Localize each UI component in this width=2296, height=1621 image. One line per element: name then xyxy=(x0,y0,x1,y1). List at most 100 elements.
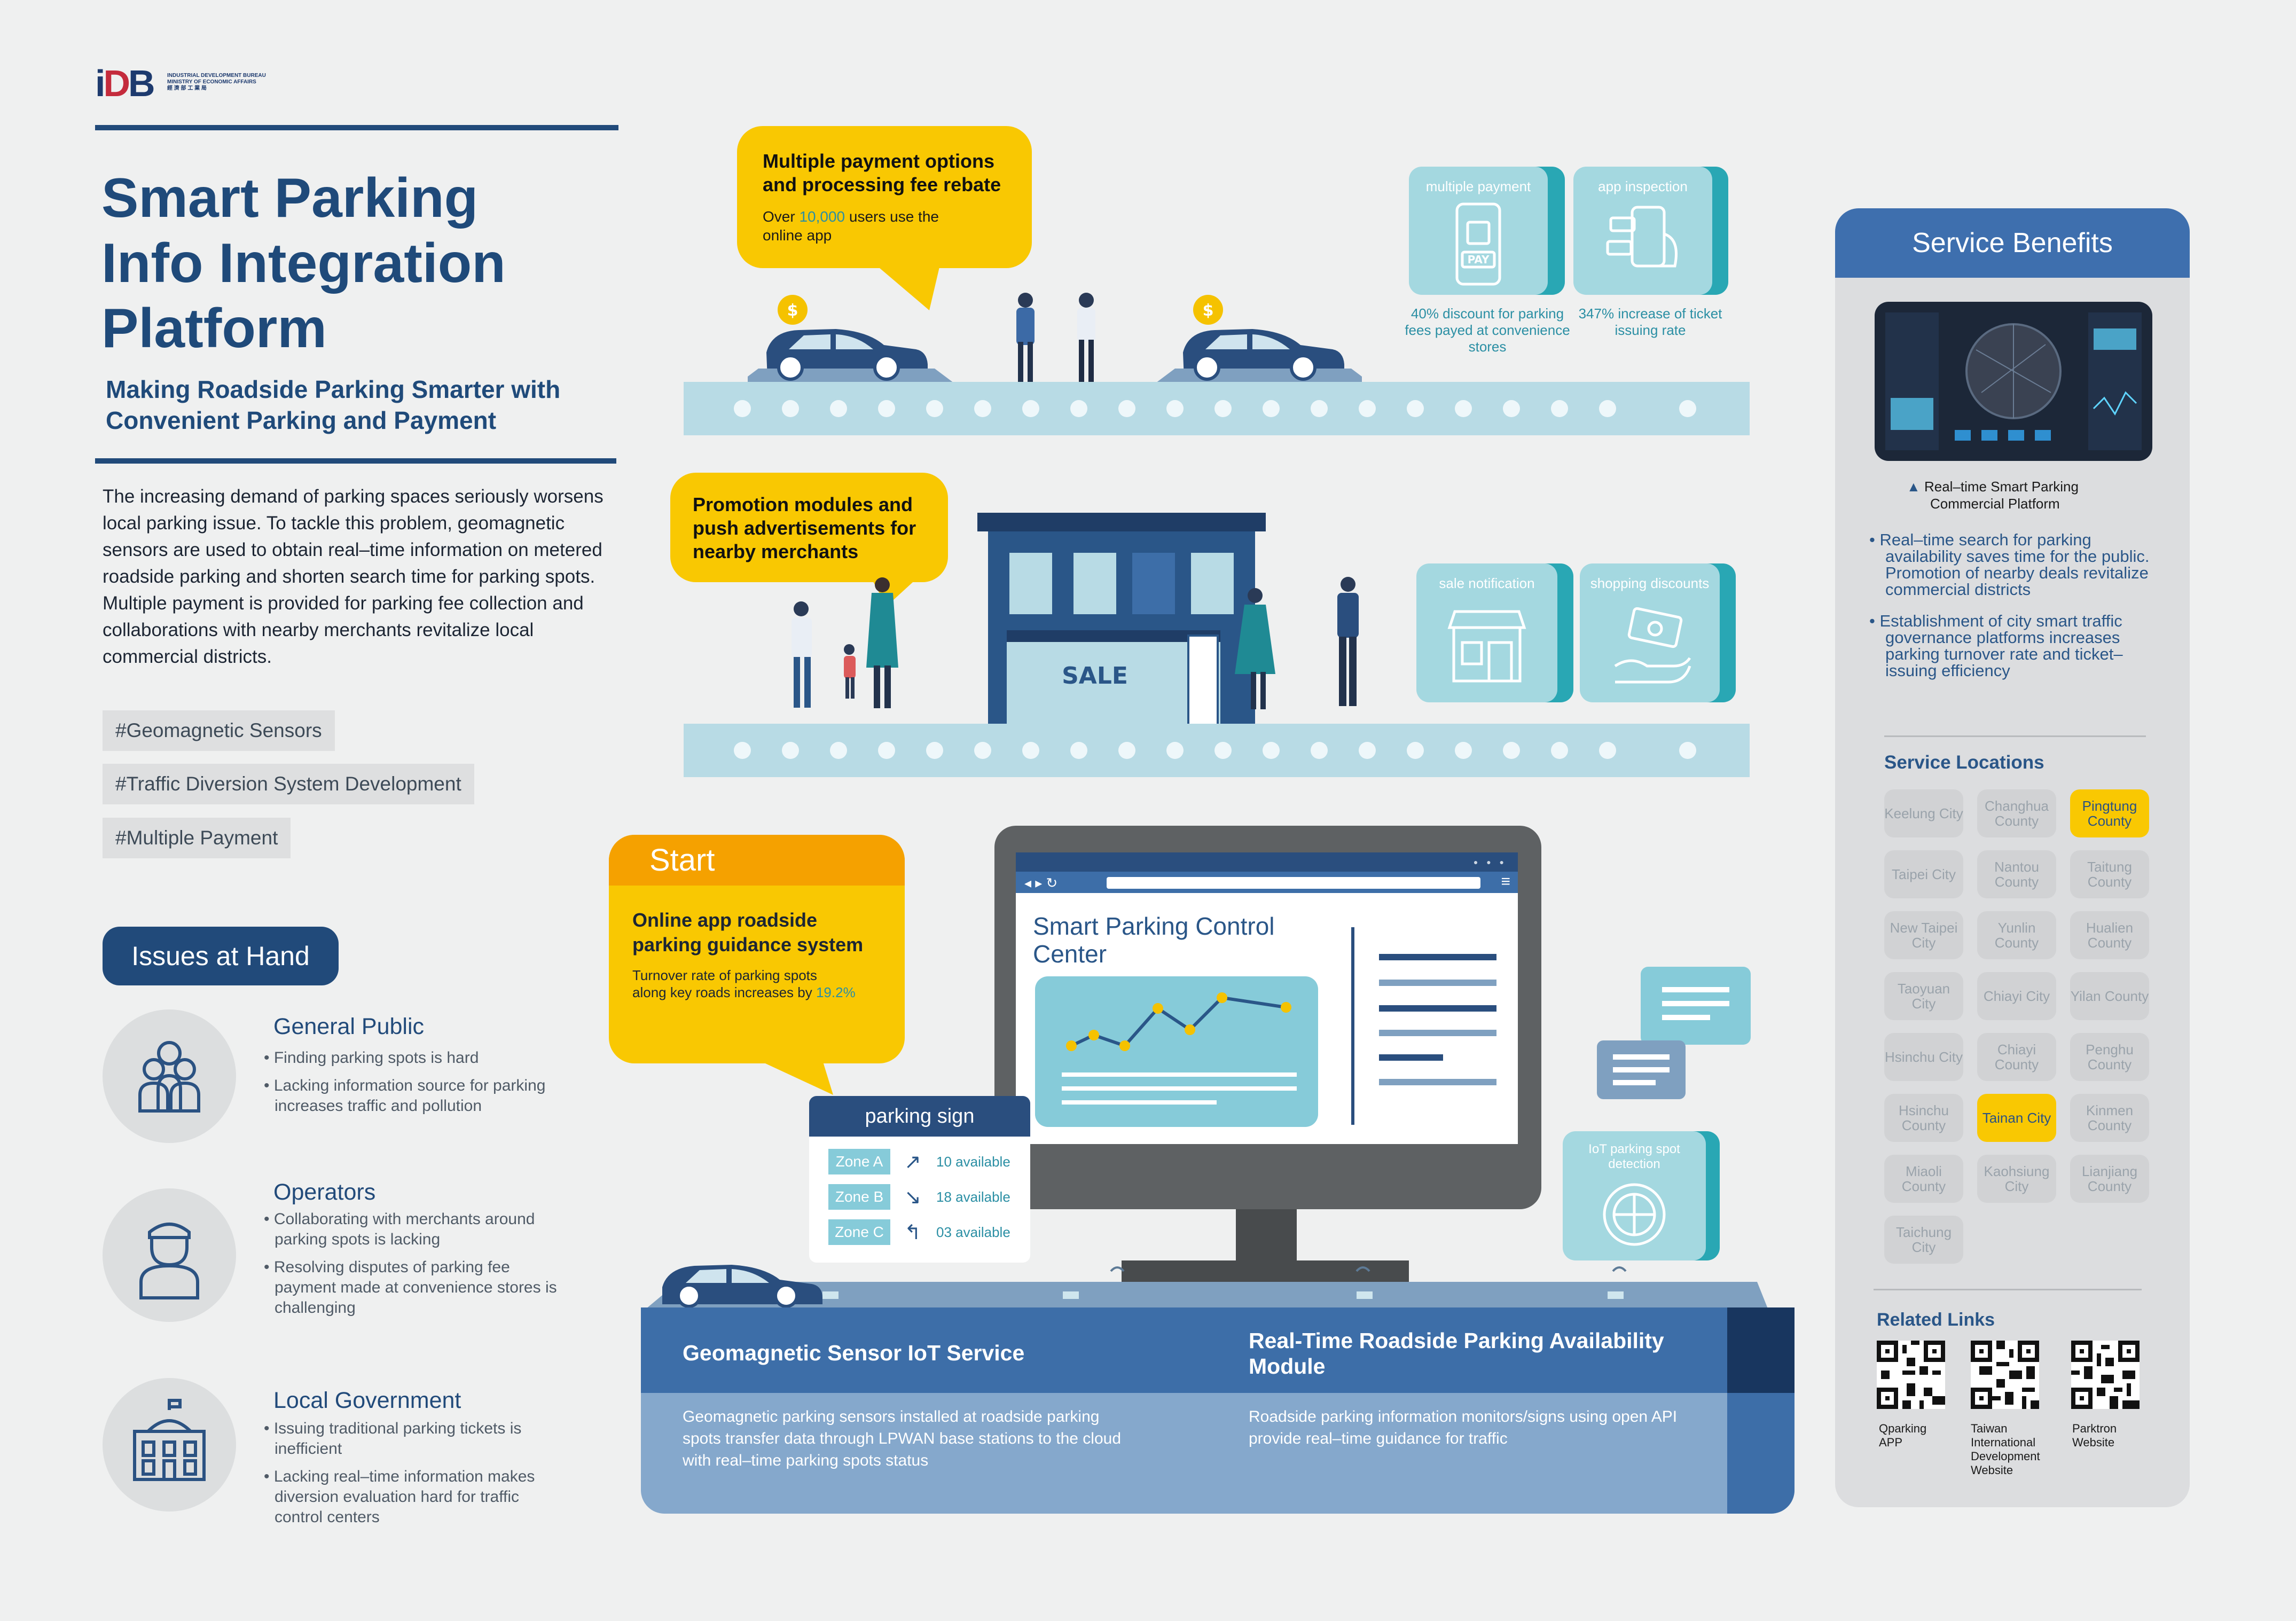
tag-multiple-payment: #Multiple Payment xyxy=(103,818,291,858)
issues-heading: Issues at Hand xyxy=(103,927,339,985)
title-line-3: Platform xyxy=(101,297,327,359)
start-tab: Start xyxy=(609,835,905,886)
panel-divider xyxy=(1884,735,2146,737)
location-kaohsiung: Kaohsiung City xyxy=(1977,1155,2056,1203)
zone-availability: 10 available xyxy=(936,1153,1010,1170)
svg-text:$: $ xyxy=(1203,301,1214,320)
road-scene xyxy=(646,1265,1768,1309)
parking-sign-row: Zone A ↗ 10 available xyxy=(828,1144,1030,1179)
store-sale-sign: SALE xyxy=(1062,662,1128,690)
issue-bullets-general-public: • Finding parking spots is hard • Lackin… xyxy=(264,1049,546,1115)
line-graph xyxy=(1062,992,1297,1105)
idb-logo-mark: iDB xyxy=(95,62,155,104)
subtitle-bottom-rule xyxy=(95,458,616,464)
promotion-bubble: Promotion modules and push advertisement… xyxy=(670,473,948,582)
conveyor-dots-2 xyxy=(734,742,1696,759)
qr-code-qparking-icon[interactable] xyxy=(1877,1341,1945,1409)
issue-bullet: Collaborating with merchants around park… xyxy=(273,1210,535,1248)
line-graph-panel xyxy=(1035,976,1318,1127)
geomagnetic-service-title: Geomagnetic Sensor IoT Service xyxy=(683,1341,1025,1365)
subtitle-line-1: Making Roadside Parking Smarter with xyxy=(106,375,561,403)
location-nantou: Nantou County xyxy=(1977,850,2056,898)
text-lines xyxy=(1379,954,1496,1085)
browser-address-bar xyxy=(1107,877,1480,889)
page-subtitle: Making Roadside Parking Smarter with Con… xyxy=(106,374,618,436)
payment-bubble-tail xyxy=(876,265,940,310)
idb-logo: iDB INDUSTRIAL DEVELOPMENT BUREAU MINIST… xyxy=(95,64,277,103)
start-title: Online app roadside parking guidance sys… xyxy=(632,909,864,956)
sensor-icon xyxy=(1603,1183,1666,1246)
tag-geomagnetic: #Geomagnetic Sensors xyxy=(103,710,335,751)
conveyor-dots-1 xyxy=(734,400,1696,417)
bottom-panel-end-dark xyxy=(1727,1307,1795,1393)
multiple-payment-card: multiple payment PAY xyxy=(1409,167,1548,295)
browser-toolbar: ◂ ▸ ↻ ≡ xyxy=(1016,872,1518,893)
screen-divider xyxy=(1351,927,1354,1125)
payment-scene: $ $ xyxy=(748,293,1362,385)
tag-traffic-diversion: #Traffic Diversion System Development xyxy=(103,764,474,804)
issue-bullet: Lacking real–time information makes dive… xyxy=(273,1468,535,1526)
issue-bullet: Finding parking spots is hard xyxy=(273,1049,479,1067)
app-inspection-icon xyxy=(1606,206,1678,268)
people-standing xyxy=(1016,293,1095,385)
svg-text:PAY: PAY xyxy=(1468,253,1490,266)
availability-module-text: Roadside parking information monitors/si… xyxy=(1249,1408,1678,1447)
issue-bullets-operators: • Collaborating with merchants around pa… xyxy=(264,1210,557,1317)
issue-bullet: Issuing traditional parking tickets is i… xyxy=(273,1420,522,1458)
parking-sign-rows: Zone A ↗ 10 available Zone B ↘ 18 availa… xyxy=(809,1137,1030,1250)
logo-line-2: MINISTRY OF ECONOMIC AFFAIRS xyxy=(167,79,256,85)
location-yunlin: Yunlin County xyxy=(1977,911,2056,959)
sale-notification-card: sale notification xyxy=(1416,563,1557,702)
card-label: multiple payment xyxy=(1425,178,1531,194)
location-taoyuan: Taoyuan City xyxy=(1884,972,1963,1020)
logo-line-3: 經 濟 部 工 業 局 xyxy=(167,85,207,91)
qparking-link-label[interactable]: Qparking APP xyxy=(1879,1422,1927,1449)
multiple-payment-note: 40% discount for parking fees payed at c… xyxy=(1405,306,1570,355)
arrow-left-turn-icon: ↰ xyxy=(904,1221,921,1244)
qr-code-taiwan-development-icon[interactable] xyxy=(1971,1341,2039,1409)
app-inspection-card: app inspection xyxy=(1573,167,1712,295)
location-penghu: Penghu County xyxy=(2070,1033,2149,1081)
qr-code-parktron-icon[interactable] xyxy=(2071,1341,2140,1409)
benefit-bullet: Real–time search for parking availabilit… xyxy=(1879,530,2150,599)
geomagnetic-service-text: Geomagnetic parking sensors installed at… xyxy=(683,1408,1122,1469)
parking-sign-title: parking sign xyxy=(809,1096,1030,1137)
location-yilan: Yilan County xyxy=(2070,972,2149,1020)
taiwan-development-link-label[interactable]: Taiwan International Development Website xyxy=(1971,1422,2040,1477)
zone-availability: 03 available xyxy=(936,1224,1010,1240)
monitor-stand-neck xyxy=(1236,1209,1297,1263)
shopping-discounts-card: shopping discounts xyxy=(1580,563,1720,702)
store-scene: SALE xyxy=(792,513,1359,737)
issue-bullet: Lacking information source for parking i… xyxy=(273,1077,546,1115)
bottom-panel-end xyxy=(1727,1393,1795,1514)
zone-badge: Zone B xyxy=(828,1184,890,1210)
location-new-taipei: New Taipei City xyxy=(1884,911,1963,959)
people-group-icon xyxy=(103,1009,236,1143)
zone-badge: Zone A xyxy=(828,1149,890,1174)
discount-hand-icon xyxy=(1614,607,1691,684)
chat-bubble-icon xyxy=(1597,1040,1686,1099)
parktron-link-label[interactable]: Parktron Website xyxy=(2072,1422,2117,1449)
pay-phone-icon: PAY xyxy=(1455,202,1501,286)
issue-bullet: Resolving disputes of parking fee paymen… xyxy=(273,1258,557,1317)
svg-text:$: $ xyxy=(787,301,798,320)
card-label: sale notification xyxy=(1439,575,1535,591)
benefit-bullet: Establishment of city smart traffic gove… xyxy=(1879,612,2123,680)
card-label: shopping discounts xyxy=(1590,575,1710,591)
parking-sign: parking sign Zone A ↗ 10 available Zone … xyxy=(809,1096,1030,1263)
service-locations-heading: Service Locations xyxy=(1884,752,2044,773)
service-locations-grid: Keelung City Changhua County Pingtung Co… xyxy=(1884,789,2151,1264)
location-changhua: Changhua County xyxy=(1977,789,2056,837)
start-bubble-tail xyxy=(758,1060,833,1095)
location-pingtung: Pingtung County xyxy=(2070,789,2149,837)
chat-bubble-icon xyxy=(1641,967,1751,1045)
location-taitung: Taitung County xyxy=(2070,850,2149,898)
issue-title-operators: Operators xyxy=(273,1179,376,1205)
government-building-icon xyxy=(103,1378,236,1512)
